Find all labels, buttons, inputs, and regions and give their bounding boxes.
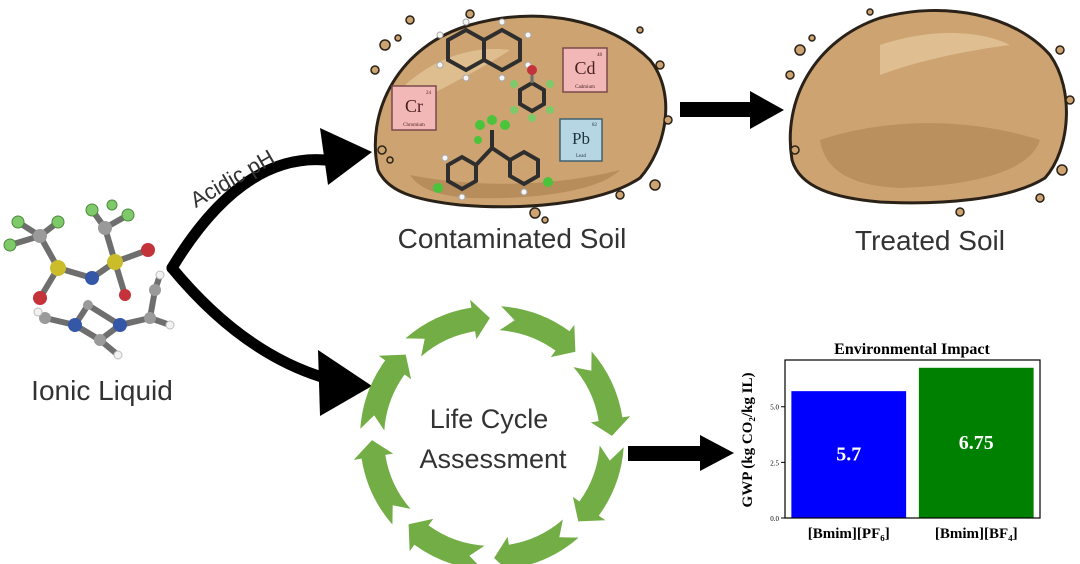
cycle-arrow-segment	[573, 351, 631, 436]
acidic-ph-label: Acidic pH	[186, 144, 279, 212]
cycle-arrow-segment	[408, 518, 485, 564]
x-tick-label-1: [Bmim][BF₄]	[935, 526, 1018, 542]
x-tick-label-0: [Bmim][PF₆]	[808, 526, 890, 542]
curved-arrow-upper	[166, 128, 372, 274]
svg-text:48: 48	[597, 53, 603, 58]
svg-text:24: 24	[426, 91, 432, 96]
cycle-arrow-segment	[353, 440, 411, 525]
contaminated-soil-label: Contaminated Soil	[398, 223, 627, 254]
svg-text:Lead: Lead	[576, 154, 586, 159]
element-tile-chromium: Cr Chromium 24	[391, 85, 437, 131]
svg-text:82: 82	[592, 123, 598, 128]
lca-label-line2: Assessment	[419, 444, 567, 474]
element-tile-cadmium: Cd Cadmium 48	[562, 47, 608, 93]
svg-text:Cd: Cd	[574, 58, 595, 78]
treated-soil-pile	[785, 8, 1075, 217]
y-tick-label: 0.0	[770, 515, 779, 523]
cycle-arrow-segment	[360, 354, 412, 431]
cycle-arrow-segment	[572, 445, 624, 522]
ionic-liquid-label: Ionic Liquid	[31, 375, 173, 406]
cycle-arrow-segment	[494, 519, 579, 564]
svg-text:Pb: Pb	[572, 129, 590, 148]
bar-value-label-1: 6.75	[959, 432, 994, 454]
curved-arrow-lower	[166, 262, 372, 416]
ionic-liquid-molecule	[3, 199, 175, 360]
chlorophenol-molecule	[510, 65, 554, 122]
y-tick-label: 2.5	[770, 459, 779, 467]
bar-value-label-0: 5.7	[836, 444, 861, 466]
arrow-to-treated-soil	[680, 91, 784, 129]
cycle-arrow-segment	[499, 306, 576, 358]
lca-label-line1: Life Cycle	[430, 404, 549, 434]
bar-1	[918, 367, 1034, 518]
ddt-molecule	[433, 115, 553, 201]
element-tile-lead: Pb Lead 82	[559, 118, 603, 162]
svg-text:Cr: Cr	[405, 96, 423, 116]
treated-soil-label: Treated Soil	[855, 225, 1005, 256]
y-tick-label: 5.0	[770, 404, 779, 412]
svg-text:Cadmium: Cadmium	[575, 85, 595, 90]
bar-0	[791, 391, 907, 518]
svg-text:Chromium: Chromium	[403, 123, 425, 128]
life-cycle-ring	[353, 299, 631, 564]
environmental-impact-chart: Environmental Impact GWP (kg CO₂/kg IL) …	[740, 341, 1041, 542]
naphthalene-molecule	[436, 18, 532, 82]
cycle-arrow-segment	[405, 299, 490, 357]
chart-plot-frame	[784, 359, 1041, 519]
arrow-to-chart	[628, 435, 734, 471]
chart-ylabel: GWP (kg CO₂/kg IL)	[740, 373, 756, 508]
chart-title: Environmental Impact	[834, 341, 990, 358]
